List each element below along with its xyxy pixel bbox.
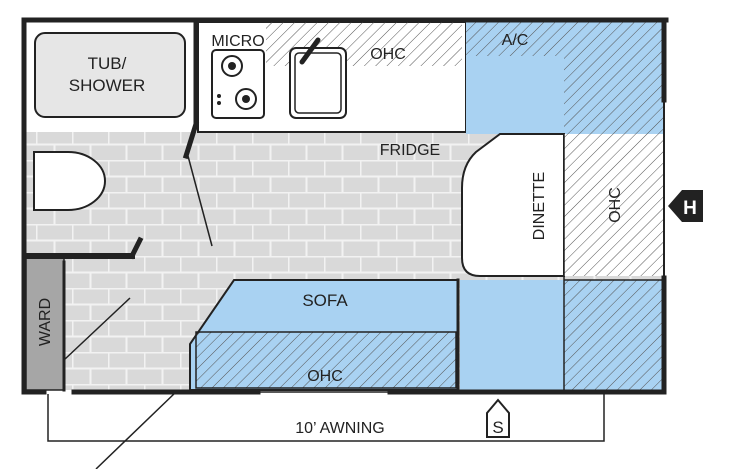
tub-shower-label-1: TUB/ bbox=[88, 54, 127, 73]
micro-label: MICRO bbox=[211, 33, 264, 50]
ohc-sofa bbox=[195, 331, 457, 389]
burner-icon bbox=[221, 55, 243, 77]
ward-label: WARD bbox=[37, 298, 54, 346]
hitch-marker-label: H bbox=[683, 198, 697, 219]
cooktop bbox=[211, 49, 265, 119]
sink bbox=[289, 37, 347, 119]
door-swings bbox=[63, 155, 213, 361]
toilet bbox=[33, 151, 106, 211]
fridge-label: FRIDGE bbox=[380, 142, 440, 159]
ohc-kitchen-label: OHC bbox=[370, 46, 406, 63]
awning-label: 10’ AWNING bbox=[295, 420, 385, 437]
spare-marker-label: S bbox=[492, 418, 503, 437]
tub-shower bbox=[34, 32, 186, 118]
ac-label: A/C bbox=[502, 32, 529, 49]
ohc-dinette-label: OHC bbox=[607, 187, 624, 223]
wardrobe bbox=[25, 255, 65, 391]
entry-door bbox=[95, 391, 177, 469]
dinette-table bbox=[461, 133, 565, 277]
dinette-seat-top bbox=[466, 56, 564, 134]
burner-icon bbox=[235, 88, 257, 110]
interior-walls bbox=[23, 19, 460, 392]
exterior-walls bbox=[21, 17, 669, 395]
dinette-label: DINETTE bbox=[531, 172, 548, 240]
awning-outline bbox=[47, 394, 605, 442]
spare-tire-marker bbox=[486, 398, 510, 438]
faucet-icon bbox=[299, 37, 321, 65]
tub-shower-label-2: SHOWER bbox=[69, 76, 146, 95]
sofa-label: SOFA bbox=[302, 291, 348, 310]
hitch-marker bbox=[668, 190, 703, 222]
ohc-sofa-label: OHC bbox=[307, 368, 343, 385]
